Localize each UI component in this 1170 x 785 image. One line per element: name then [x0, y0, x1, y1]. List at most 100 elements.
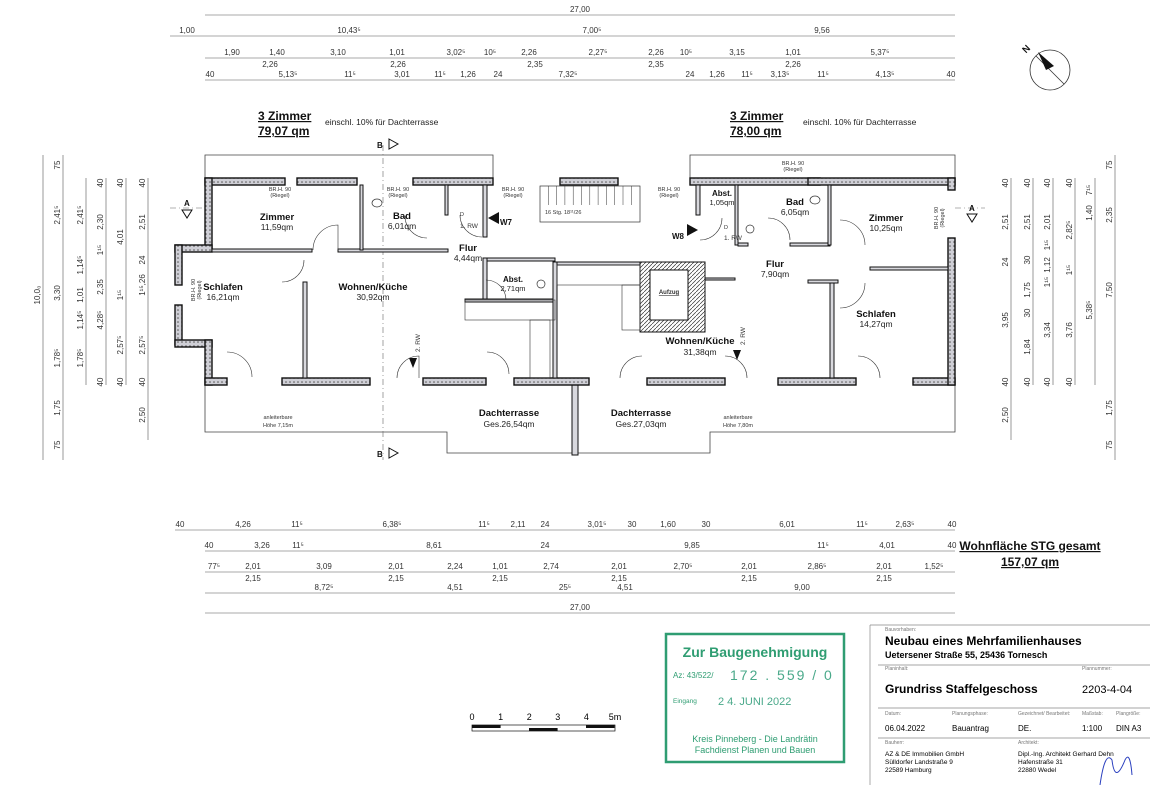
north-label: N [1020, 43, 1033, 56]
architect-name: Dipl.-Ing. Architekt Gerhard Dehn [1018, 751, 1114, 758]
terrace-divider [571, 384, 579, 456]
section-arrow-icon [388, 447, 400, 459]
exterior-walls [174, 177, 956, 386]
dimension-label: 1,40 [269, 48, 285, 57]
plan-size: DIN A3 [1116, 724, 1142, 733]
dimension-label: 2,74 [543, 562, 559, 571]
dimension-label: 40 [1065, 178, 1074, 187]
dimension-label: 2,86⁵ [808, 562, 827, 571]
dimension-label: 1¹⁵ [1043, 240, 1052, 250]
unit-area: 79,07 qm [258, 124, 309, 138]
signature [1099, 756, 1133, 785]
dimension-label: 24 [541, 541, 550, 550]
door-label: D [460, 212, 464, 218]
dimension-label: 6,38⁵ [383, 520, 402, 529]
dimension-label: 11⁵ [292, 541, 304, 550]
dimension-label: 1¹⁵ [1043, 277, 1052, 287]
dimension-label: 4,01 [879, 541, 895, 550]
architect-street: Hafenstraße 31 [1018, 759, 1063, 766]
dimension-label: 40 [947, 70, 956, 79]
dimension-label: 4,28⁵ [96, 311, 105, 330]
section-arrow-icon [388, 138, 400, 150]
sill-height: BR.H. 90 [191, 279, 197, 301]
kitchen-counter [464, 299, 556, 321]
dimension-label: 24 [686, 70, 695, 79]
dimension-label: 24 [138, 255, 147, 264]
dimension-label: 2,26 [521, 48, 537, 57]
door-swings [226, 214, 881, 379]
dimension-label: 1,01 [492, 562, 508, 571]
room-area: Ges.27,03qm [615, 419, 666, 429]
client-name: AZ & DE Immobilien GmbH [885, 751, 964, 758]
dimension-label: 27,00 [570, 5, 591, 14]
stamp-az: 172 . 559 / 0 [730, 667, 834, 683]
stamp-title: Zur Baugenehmigung [683, 644, 828, 660]
drawn-by: DE. [1018, 724, 1031, 733]
rescue-height-value: Höhe 7,80m [723, 423, 753, 429]
phase-label: Planungsphase: [952, 711, 988, 717]
dimension-label: 1¹⁵,26 [138, 274, 147, 296]
dimension-label: 11⁵ [817, 541, 829, 550]
arrow-icon [488, 212, 499, 224]
dimension-label: 1,90 [224, 48, 240, 57]
dimension-label: 11⁵ [434, 70, 446, 79]
dimension-label: 5,37⁵ [871, 48, 890, 57]
dimension-label: 2,01 [741, 562, 757, 571]
dimension-label: 4,51 [447, 583, 463, 592]
dimension-label: 40 [138, 377, 147, 386]
dimension-label: 1,75 [1105, 400, 1114, 416]
dimension-label: 3,30 [53, 285, 62, 301]
dimension-label: 2,27⁵ [589, 48, 608, 57]
date-label: Datum: [885, 711, 901, 717]
dimension-label: 1¹⁵ [96, 245, 105, 255]
room-name: Abst. [503, 275, 523, 284]
dimension-label: 9,56 [814, 26, 830, 35]
rooms-left: Zimmer 11,59qm Bad 6,01qm Flur 4,44qm Ab… [203, 211, 539, 429]
dimension-label: 2,15 [245, 574, 261, 583]
staircase: 16 Stg. 18¹¹/26 [539, 185, 641, 223]
dimension-label: 75 [53, 440, 62, 449]
room-area: 6,01qm [388, 221, 416, 231]
dimension-label: 1,78⁵ [53, 349, 62, 368]
sill-note: (Riegel) [270, 193, 289, 199]
room-name: Bad [786, 197, 804, 208]
dimension-label: 2,15 [741, 574, 757, 583]
dimension-lines [42, 14, 1116, 614]
dimension-label: 40 [948, 520, 957, 529]
room-area: 11,59qm [261, 222, 293, 232]
dimension-label: 2,15 [611, 574, 627, 583]
escape-route-label: 2. RW [740, 326, 747, 345]
dimension-label: 7,32⁵ [559, 70, 578, 79]
stamp-az-label: Az: 43/522/ [673, 671, 714, 680]
window-tag: W8 [672, 232, 685, 241]
dimension-label: 11⁵ [291, 520, 303, 529]
dimension-label: 1¹⁵ [1065, 265, 1074, 275]
dimension-label: 7¹⁵ [1085, 185, 1094, 195]
unit-note: einschl. 10% für Dachterrasse [803, 117, 917, 127]
dimension-label: 3,01 [394, 70, 410, 79]
elevator-label: Aufzug [659, 290, 680, 296]
client-street: Sülldorfer Landstraße 9 [885, 759, 953, 766]
toilet-icon [809, 195, 821, 205]
room-name: Abst. [712, 189, 732, 198]
dimension-label: 2,35 [96, 279, 105, 295]
dimension-label: 3,76 [1065, 322, 1074, 338]
dimension-label: 2,15 [876, 574, 892, 583]
scale-label: Maßstab: [1082, 711, 1103, 717]
client-city: 22589 Hamburg [885, 767, 932, 774]
dimension-label: 5,13⁵ [279, 70, 298, 79]
stamp-date-label: Eingang [673, 698, 697, 705]
dimension-label: 1,26 [709, 70, 725, 79]
title-block: Bauvorhaben: Neubau eines Mehrfamilienha… [869, 624, 1150, 785]
sill-height: BR.H. 90 [269, 187, 291, 193]
room-area: 14,27qm [859, 319, 892, 329]
dimension-label: 2,26 [390, 60, 406, 69]
plan-phase: Bauantrag [952, 724, 989, 733]
dimension-label: 30 [702, 520, 711, 529]
rescue-height-label: anleiterbare [723, 415, 752, 421]
dimension-label: 2,26 [785, 60, 801, 69]
scale-bar-label: 0 [469, 712, 474, 722]
room-name: Dachterrasse [479, 408, 539, 419]
stamp-date: 2 4. JUNI 2022 [718, 696, 791, 708]
